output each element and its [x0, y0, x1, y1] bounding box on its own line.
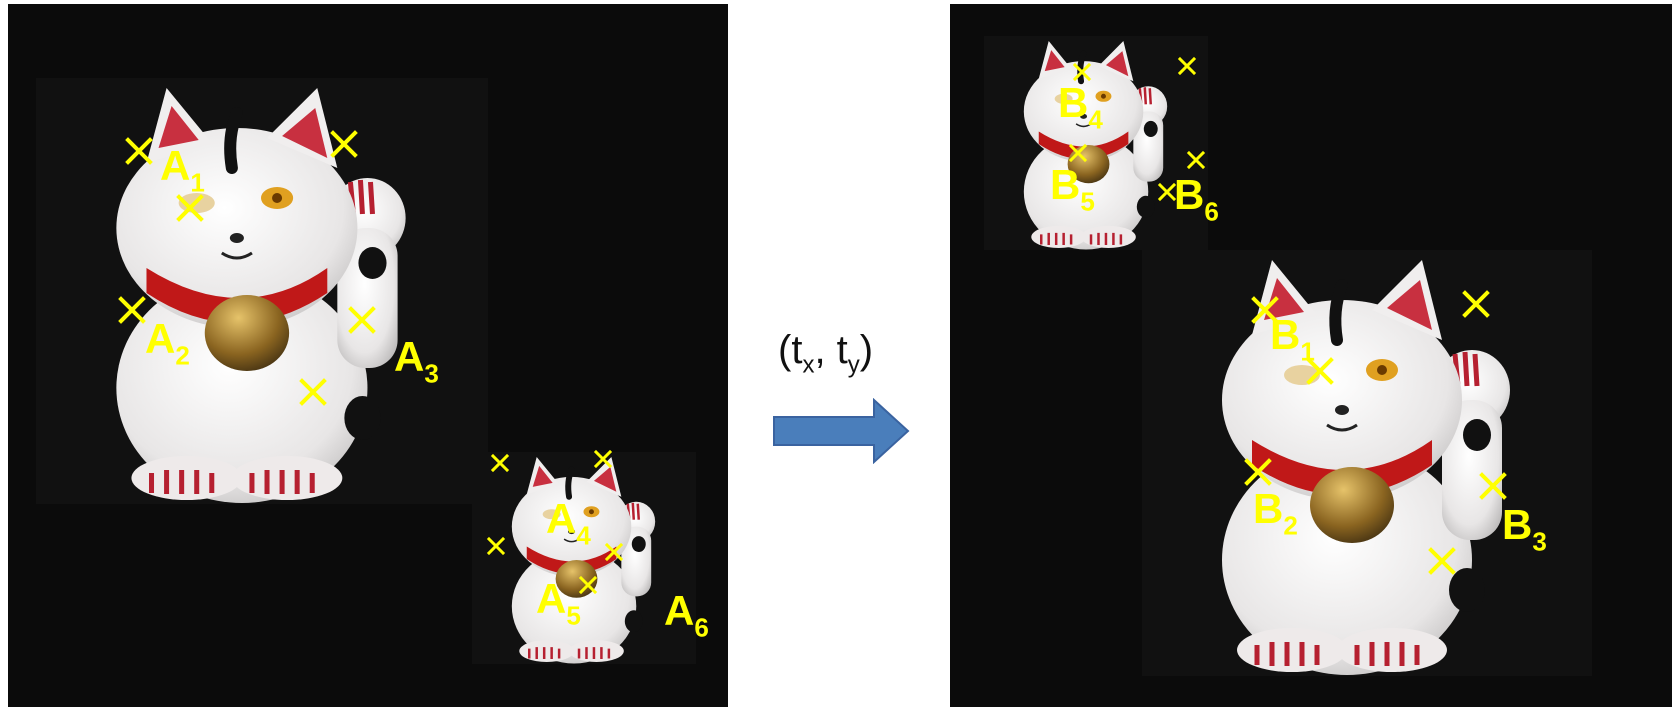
x-marker-icon: [1177, 56, 1197, 76]
label-a1: A1: [160, 142, 205, 198]
x-marker-icon: [1479, 472, 1507, 500]
x-marker-icon: [125, 137, 153, 165]
x-marker-icon: [1251, 296, 1279, 324]
x-marker-icon: [1186, 150, 1206, 170]
x-marker-icon: [1428, 547, 1456, 575]
right-arrow-icon: [773, 398, 910, 464]
small-cat-photo-left: [472, 452, 696, 664]
label-b3: B3: [1502, 501, 1547, 557]
right-image-panel: [950, 4, 1672, 707]
label-a5: A5: [536, 575, 581, 631]
label-b5: B5: [1050, 161, 1095, 217]
large-cat-photo-left: [36, 78, 488, 504]
label-a2: A2: [145, 315, 190, 371]
x-marker-icon: [330, 130, 358, 158]
x-marker-icon: [118, 296, 146, 324]
x-marker-icon: [299, 378, 327, 406]
x-marker-icon: [604, 542, 624, 562]
x-marker-icon: [490, 453, 510, 473]
x-marker-icon: [1462, 290, 1490, 318]
x-marker-icon: [1068, 143, 1088, 163]
x-marker-icon: [578, 575, 598, 595]
label-a3: A3: [394, 333, 439, 389]
label-a4: A4: [546, 495, 591, 551]
small-cat-photo-right: [984, 36, 1208, 250]
label-b2: B2: [1253, 485, 1298, 541]
x-marker-icon: [1244, 458, 1272, 486]
x-marker-icon: [486, 536, 506, 556]
label-b6: B6: [1174, 171, 1219, 227]
label-a6: A6: [664, 587, 709, 643]
x-marker-icon: [593, 449, 613, 469]
x-marker-icon: [1306, 357, 1334, 385]
label-b1: B1: [1270, 311, 1315, 367]
x-marker-icon: [176, 194, 204, 222]
x-marker-icon: [348, 306, 376, 334]
label-b4: B4: [1058, 79, 1103, 135]
x-marker-icon: [1072, 62, 1092, 82]
x-marker-icon: [1157, 182, 1177, 202]
translation-label: (tx, ty): [778, 328, 874, 379]
left-image-panel: [8, 4, 728, 707]
large-cat-photo-right: [1142, 250, 1592, 676]
